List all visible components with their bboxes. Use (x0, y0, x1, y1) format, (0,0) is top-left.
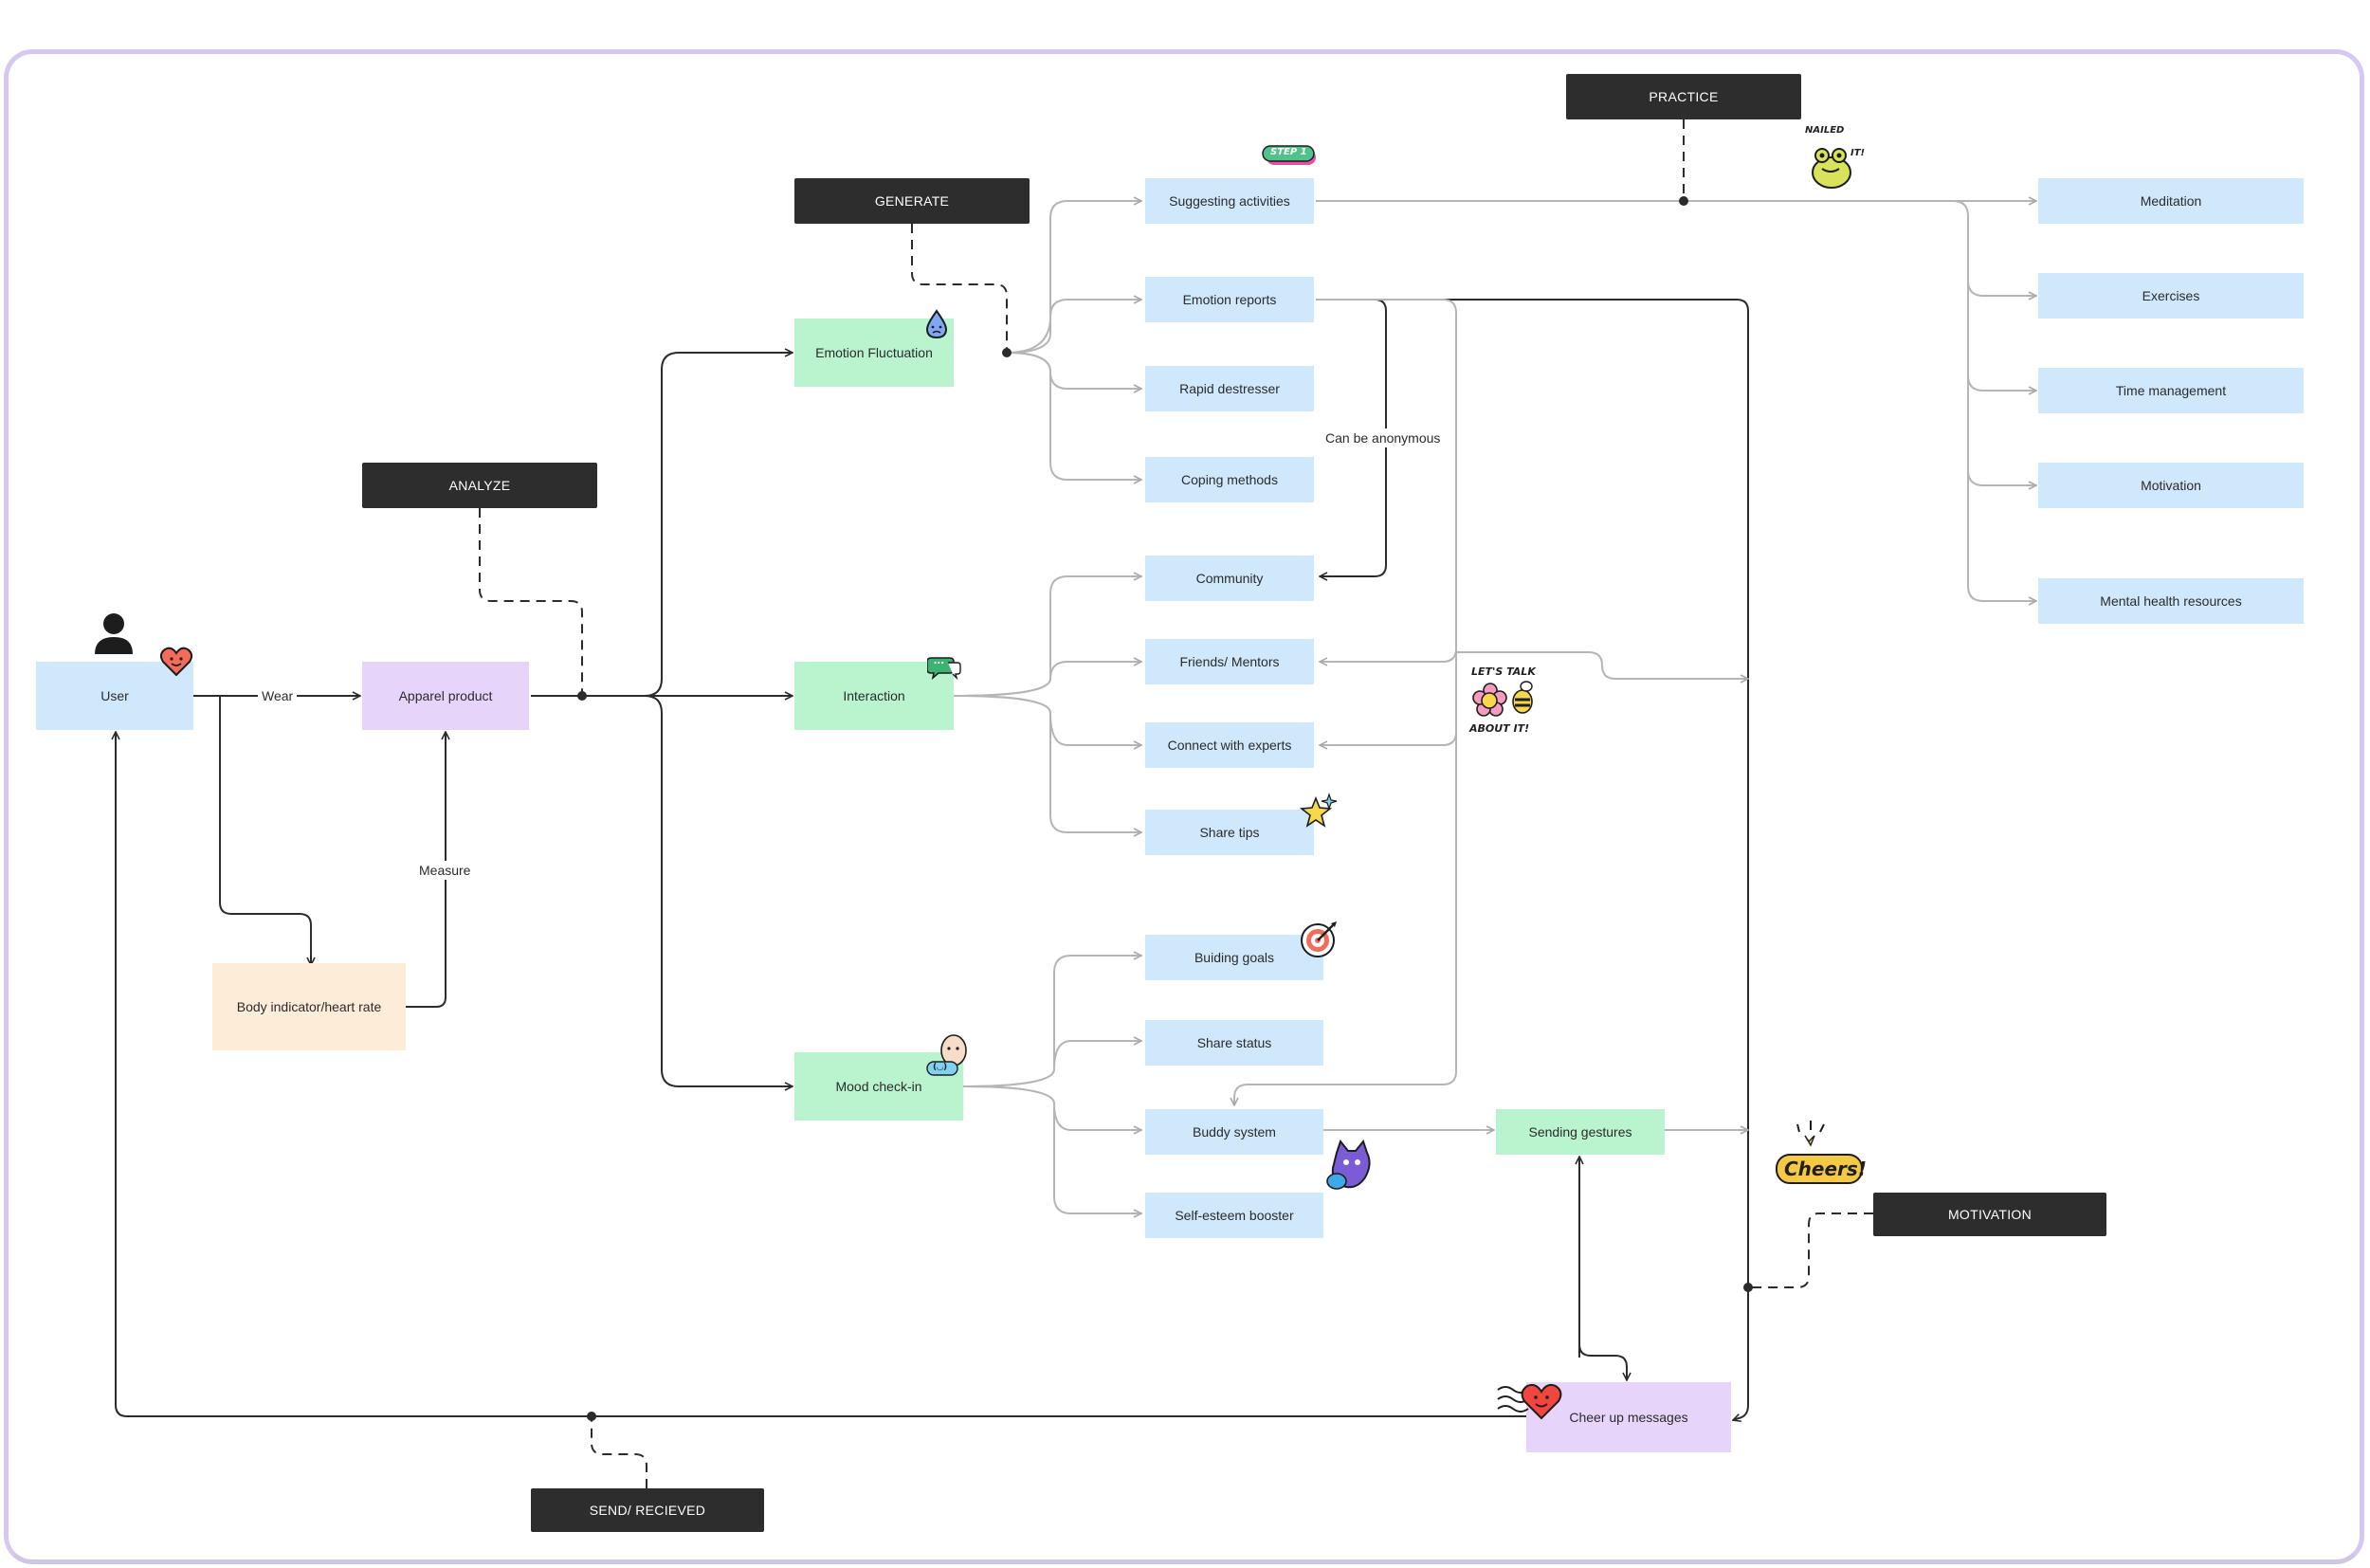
junction-dot (1679, 196, 1688, 206)
node-apparel-product[interactable]: Apparel product (362, 662, 529, 730)
node-time-management[interactable]: Time management (2038, 368, 2304, 413)
sparkle-star-sticker (1297, 793, 1340, 830)
dash-motivation (1748, 1212, 1873, 1288)
junction-dot (1743, 1283, 1753, 1292)
cheers-sticker: Cheers! (1773, 1119, 1867, 1189)
edge-interaction-experts (953, 695, 1141, 745)
edge-mood-status (962, 1041, 1141, 1087)
tag-generate: GENERATE (794, 178, 1030, 224)
node-friends-mentors[interactable]: Friends/ Mentors (1145, 639, 1314, 684)
edge-suggest-time (1967, 281, 2036, 391)
node-suggesting-activities[interactable]: Suggesting activities (1145, 178, 1314, 224)
tag-motivation: MOTIVATION (1873, 1193, 2106, 1236)
edge-apparel-mood (644, 695, 793, 1086)
node-share-status[interactable]: Share status (1145, 1020, 1323, 1066)
node-building-goals[interactable]: Buiding goals (1145, 935, 1323, 980)
node-connect-experts[interactable]: Connect with experts (1145, 722, 1314, 768)
mood-badge-text: (◡) (933, 1063, 948, 1072)
junction-dot (577, 691, 587, 701)
edge-to-gestures-branch (1456, 651, 1748, 679)
edge-label-wear: Wear (258, 686, 298, 705)
chat-bubble-icon: ... (927, 654, 961, 681)
sad-drop-icon (923, 309, 950, 339)
edge-body-apparel (406, 732, 446, 1008)
edge-user-body (219, 696, 311, 965)
dash-send (591, 1416, 647, 1488)
node-motivation[interactable]: Motivation (2038, 463, 2304, 508)
junction-dot (1002, 348, 1012, 357)
edge-mood-esteem (962, 1085, 1141, 1213)
heart-icon (159, 647, 193, 677)
edge-gestures-cheer (1578, 1166, 1627, 1380)
node-interaction[interactable]: Interaction (794, 662, 954, 730)
about-it-text: ABOUT IT! (1469, 722, 1530, 735)
edge-cheer-user (116, 732, 1528, 1417)
node-exercises[interactable]: Exercises (2038, 273, 2304, 319)
edge-interaction-tips (953, 695, 1141, 832)
node-rapid-destresser[interactable]: Rapid destresser (1145, 366, 1314, 411)
node-community[interactable]: Community (1145, 556, 1314, 601)
edge-interaction-friends (953, 662, 1141, 697)
lets-talk-text: LET'S TALK (1471, 665, 1536, 678)
user-icon (89, 611, 138, 654)
edge-reports-buddy (1234, 732, 1457, 1105)
tag-send-received: SEND/ RECIEVED (531, 1488, 764, 1532)
purple-cat-sticker (1323, 1136, 1378, 1193)
edge-mood-goals (962, 956, 1141, 1087)
node-buddy-system[interactable]: Buddy system (1145, 1109, 1323, 1155)
node-emotion-reports[interactable]: Emotion reports (1145, 277, 1314, 322)
edge-reports-experts (1320, 648, 1457, 745)
edge-label-can-be-anonymous: Can be anonymous (1322, 428, 1445, 447)
edge-reports-cheer (1316, 299, 1749, 1420)
cheers-text: Cheers! (1784, 1158, 1867, 1180)
node-self-esteem-booster[interactable]: Self-esteem booster (1145, 1193, 1323, 1238)
tag-analyze: ANALYZE (362, 463, 597, 508)
edge-mood-buddy (962, 1085, 1141, 1130)
edge-emotion-rapid (1006, 352, 1141, 389)
lets-talk-flower-bee-sticker: LET'S TALK ABOUT IT! (1468, 664, 1549, 739)
tag-practice: PRACTICE (1566, 74, 1801, 119)
edge-emotion-coping (1006, 352, 1141, 480)
nailed-text-2: IT! (1850, 148, 1866, 158)
nailed-text-1: NAILED (1805, 125, 1845, 136)
node-meditation[interactable]: Meditation (2038, 178, 2304, 224)
node-sending-gestures[interactable]: Sending gestures (1496, 1109, 1665, 1155)
node-body-indicator[interactable]: Body indicator/heart rate (212, 963, 406, 1050)
edge-interaction-community (953, 576, 1141, 697)
edge-apparel-emotion (644, 353, 793, 697)
mood-egg-sticker: (◡) (925, 1031, 971, 1079)
nailed-it-frog-sticker: NAILED IT! (1803, 123, 1869, 191)
heart-wind-sticker (1496, 1380, 1562, 1424)
edge-emotion-reports (1006, 300, 1141, 354)
step-one-sticker: STEP 1 (1261, 142, 1320, 169)
edge-reports-friends (1316, 299, 1457, 662)
dash-analyze (479, 508, 583, 696)
node-user[interactable]: User (36, 662, 193, 730)
junction-dot (587, 1412, 596, 1421)
target-dart-icon (1299, 920, 1339, 959)
step-one-text: STEP 1 (1270, 147, 1307, 157)
node-mental-health-resources[interactable]: Mental health resources (2038, 578, 2304, 624)
edge-emotion-suggest (1006, 201, 1141, 354)
dash-generate (911, 224, 1008, 353)
node-coping-methods[interactable]: Coping methods (1145, 457, 1314, 502)
edge-suggest-mental (1967, 470, 2036, 601)
edge-label-measure: Measure (415, 861, 475, 880)
chat-dots: ... (934, 656, 945, 666)
edge-suggest-exercises (1952, 200, 2036, 296)
node-share-tips[interactable]: Share tips (1145, 810, 1314, 855)
edge-suggest-motivation (1967, 375, 2036, 485)
